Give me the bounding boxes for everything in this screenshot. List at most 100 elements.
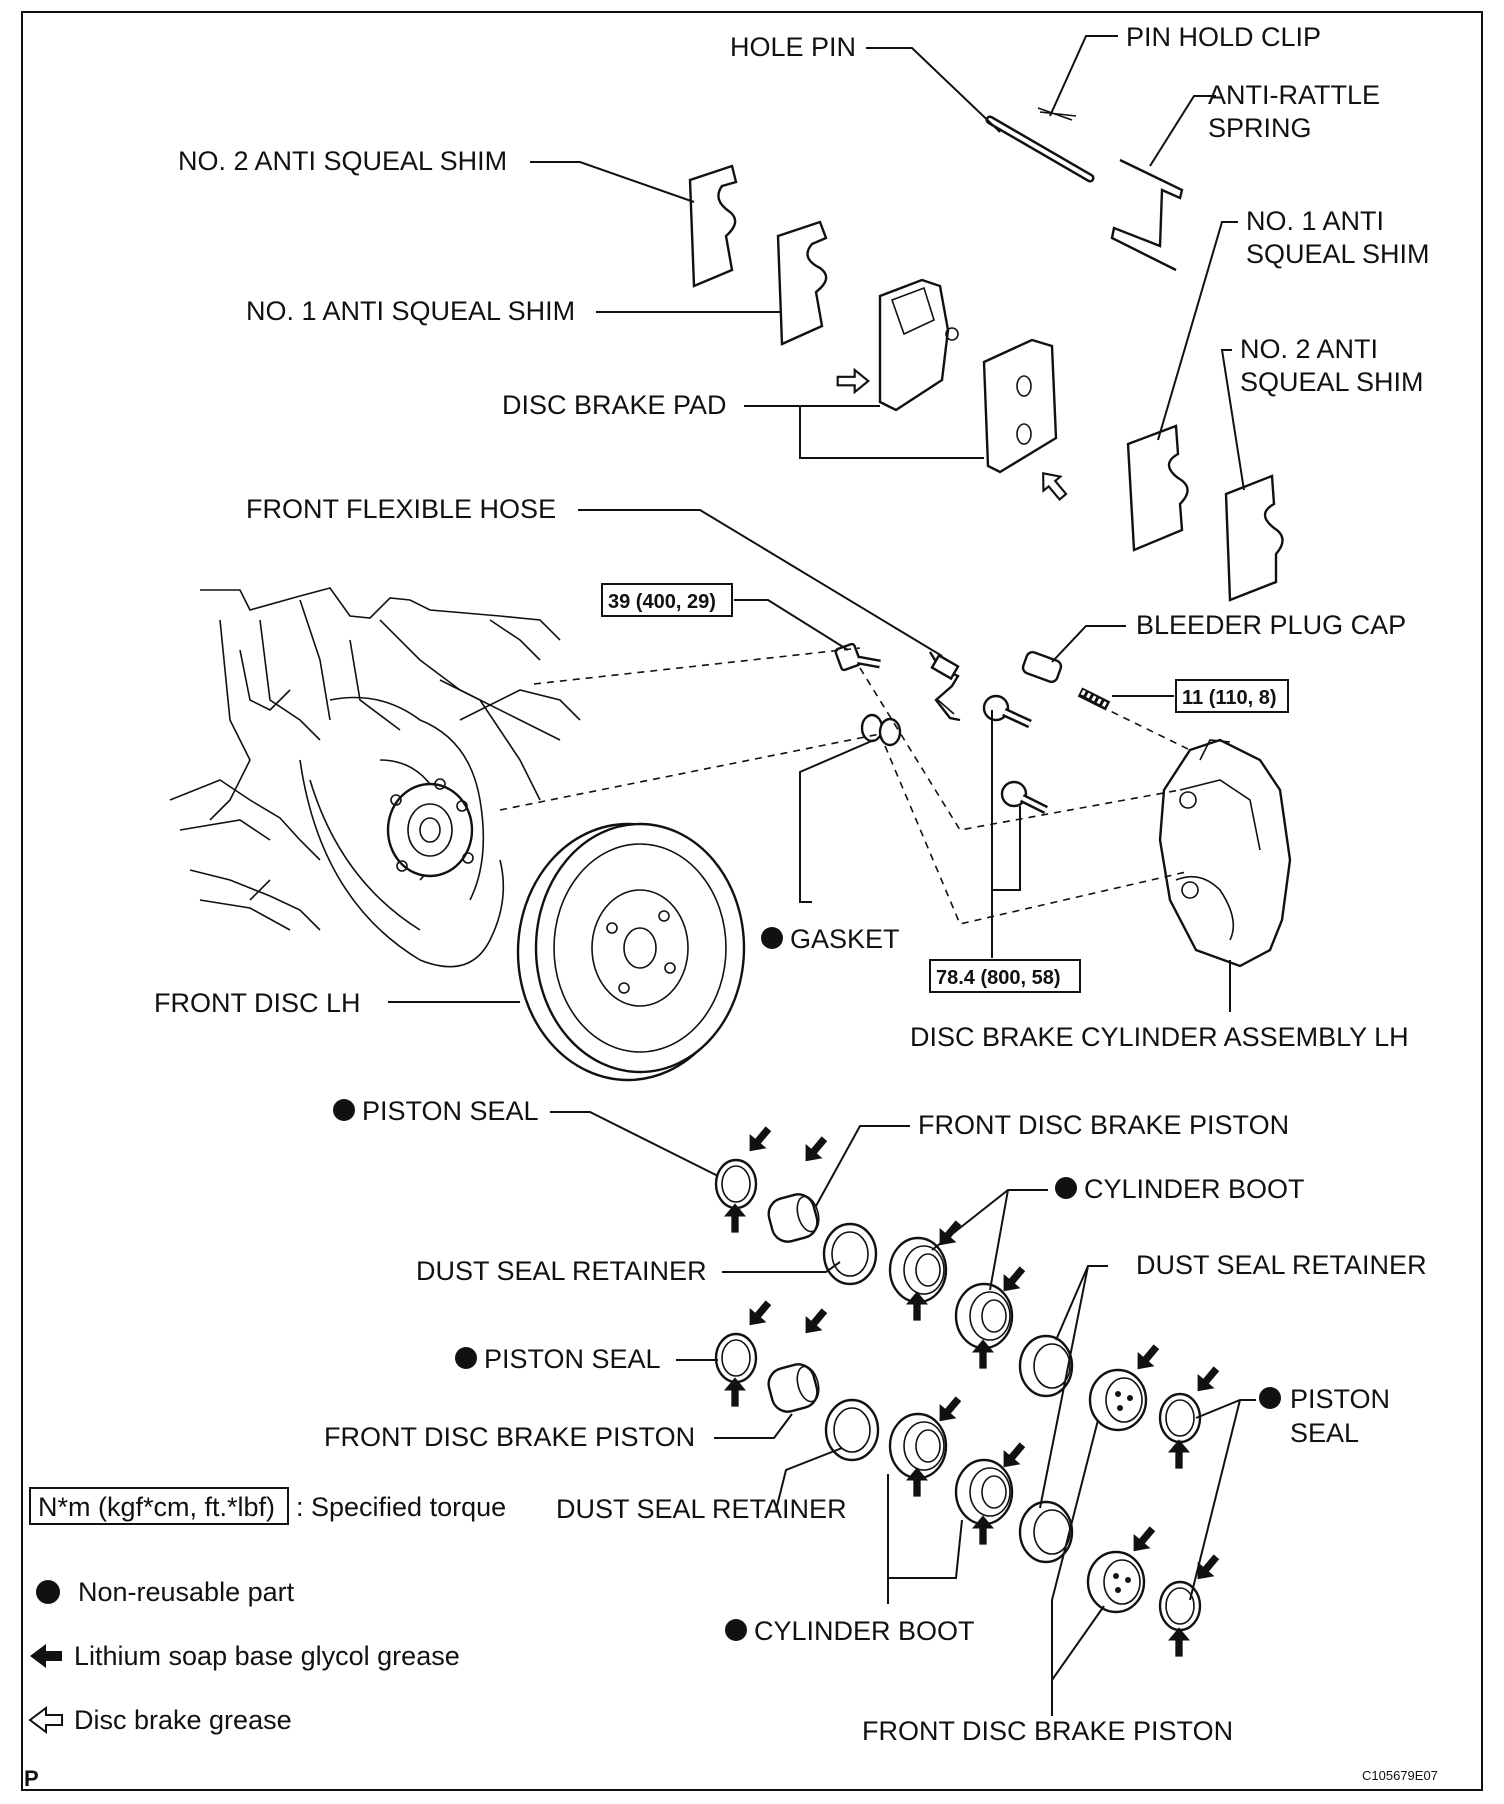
caliper-bolt-upper-part (834, 642, 881, 672)
piston-seal-label-2: PISTON SEAL (484, 1344, 661, 1374)
disc-brake-pad-right-part (982, 338, 1058, 474)
no1-shim-right-label-line1: NO. 1 ANTI (1246, 206, 1384, 236)
gasket-part (860, 713, 902, 747)
frame (21, 11, 1483, 1791)
piston-part-3 (1088, 1368, 1148, 1432)
disc-grease-arrow-icon (1033, 465, 1073, 505)
torque-value-3: 78.4 (800, 58) (936, 967, 1061, 989)
torque-value-2: 11 (110, 8) (1182, 687, 1277, 709)
hole-pin-part (985, 115, 1095, 183)
torque-box-1: 39 (400, 29) (601, 583, 733, 617)
bleeder-plug-part (1077, 687, 1111, 711)
anti-rattle-label-line1: ANTI-RATTLE (1208, 80, 1380, 110)
hole-pin-label: HOLE PIN (730, 32, 856, 62)
solid-arrow-icon (1168, 1439, 1190, 1469)
cylinder-boot-part-2 (954, 1282, 1014, 1350)
cylinder-boot-label-2: CYLINDER BOOT (754, 1616, 975, 1646)
union-bolt-part (982, 694, 1032, 729)
legend-non-reusable-text: Non-reusable part (78, 1577, 295, 1607)
filled-circle-icon (36, 1580, 60, 1604)
front-disc-brake-piston-label-3: FRONT DISC BRAKE PISTON (862, 1716, 1233, 1746)
solid-arrow-icon (741, 1295, 777, 1333)
non-reusable-icon (1259, 1387, 1281, 1409)
solid-arrow-icon (30, 1644, 62, 1668)
legend: N*m (kgf*cm, ft.*lbf) : Specified torque… (28, 1487, 506, 1735)
dust-seal-retainer-label-3: DUST SEAL RETAINER (556, 1494, 847, 1524)
flexible-hose-part (928, 651, 961, 722)
torque-box-3: 78.4 (800, 58) (929, 959, 1081, 993)
dust-seal-retainer-label-2: DUST SEAL RETAINER (1136, 1250, 1427, 1280)
front-disc-brake-piston-label-1: FRONT DISC BRAKE PISTON (918, 1110, 1289, 1140)
bleeder-plug-cap-part (1021, 650, 1063, 684)
piston-part-4 (1086, 1550, 1146, 1614)
disc-grease-arrow-icon (836, 368, 870, 394)
anti-rattle-label-line2: SPRING (1208, 113, 1312, 143)
solid-arrow-icon (1129, 1339, 1165, 1377)
piston-seal-label-3-line1: PISTON (1290, 1384, 1390, 1414)
front-disc-lh-label: FRONT DISC LH (154, 988, 361, 1018)
pin-hold-clip-part (1037, 107, 1077, 121)
piston-seal-label-3-line2: SEAL (1290, 1418, 1359, 1448)
no1-shim-left-part (776, 220, 828, 346)
disc-brake-cylinder-part (1158, 738, 1292, 968)
piston-seal-label-1: PISTON SEAL (362, 1096, 539, 1126)
front-disc-part (516, 822, 746, 1082)
cylinder-boot-part-4 (954, 1458, 1014, 1526)
legend-disc-grease-text: Disc brake grease (74, 1705, 292, 1735)
front-flexible-hose-label: FRONT FLEXIBLE HOSE (246, 494, 556, 524)
front-disc-brake-piston-label-2: FRONT DISC BRAKE PISTON (324, 1422, 695, 1452)
pin-hold-clip-label: PIN HOLD CLIP (1126, 22, 1321, 52)
legend-torque-box (29, 1487, 289, 1525)
cylinder-assembly-label: DISC BRAKE CYLINDER ASSEMBLY LH (910, 1022, 1409, 1052)
caliper-bolt-lower-part (1000, 780, 1049, 815)
piston-seal-part-2 (714, 1332, 758, 1384)
no1-shim-right-part (1126, 424, 1189, 552)
no2-shim-right-label-line1: NO. 2 ANTI (1240, 334, 1378, 364)
non-reusable-icon (455, 1347, 477, 1369)
dust-seal-retainer-part-1 (822, 1222, 878, 1286)
piston-seal-part-4 (1158, 1580, 1202, 1632)
torque-value-1: 39 (400, 29) (608, 591, 716, 613)
no2-shim-left-label: NO. 2 ANTI SQUEAL SHIM (178, 146, 507, 176)
dust-seal-retainer-part-2 (824, 1398, 880, 1462)
solid-arrow-icon (741, 1121, 777, 1159)
disc-brake-pad-left-part (878, 278, 959, 412)
non-reusable-icon (333, 1099, 355, 1121)
hollow-arrow-icon (28, 1706, 63, 1734)
legend-torque-box-text: N*m (kgf*cm, ft.*lbf) (38, 1492, 275, 1522)
cylinder-boot-part-3 (888, 1412, 948, 1480)
solid-arrow-icon (1168, 1627, 1190, 1657)
bleeder-plug-cap-label: BLEEDER PLUG CAP (1136, 610, 1406, 640)
piston-part-1 (767, 1193, 820, 1243)
piston-seal-part-1 (714, 1158, 758, 1210)
non-reusable-icon (1055, 1177, 1077, 1199)
solid-arrow-icon (797, 1131, 833, 1169)
no2-shim-right-label-line2: SQUEAL SHIM (1240, 367, 1424, 397)
solid-arrow-icon (1125, 1521, 1161, 1559)
corner-letter: P (24, 1766, 39, 1791)
piston-part-2 (767, 1363, 820, 1413)
no2-shim-right-part (1224, 474, 1284, 602)
solid-arrow-icon (797, 1303, 833, 1341)
legend-torque-text: : Specified torque (296, 1492, 506, 1522)
hub-part (386, 778, 474, 878)
solid-arrow-icon (1189, 1361, 1225, 1399)
dust-seal-retainer-label-1: DUST SEAL RETAINER (416, 1256, 707, 1286)
disc-brake-pad-label: DISC BRAKE PAD (502, 390, 727, 420)
anti-rattle-spring-part (1110, 158, 1184, 272)
non-reusable-icon (761, 927, 783, 949)
torque-box-2: 11 (110, 8) (1175, 679, 1289, 713)
no2-shim-left-part (688, 164, 738, 288)
cylinder-boot-label-1: CYLINDER BOOT (1084, 1174, 1305, 1204)
cylinder-boot-part-1 (888, 1236, 948, 1304)
knuckle-assembly-part (169, 587, 581, 968)
no1-shim-left-label: NO. 1 ANTI SQUEAL SHIM (246, 296, 575, 326)
dust-seal-retainer-part-3 (1018, 1334, 1074, 1398)
no1-shim-right-label-line2: SQUEAL SHIM (1246, 239, 1430, 269)
non-reusable-icon (725, 1619, 747, 1641)
legend-lithium-grease-text: Lithium soap base glycol grease (74, 1641, 460, 1671)
figure-code: C105679E07 (1362, 1768, 1438, 1783)
piston-seal-part-3 (1158, 1392, 1202, 1444)
